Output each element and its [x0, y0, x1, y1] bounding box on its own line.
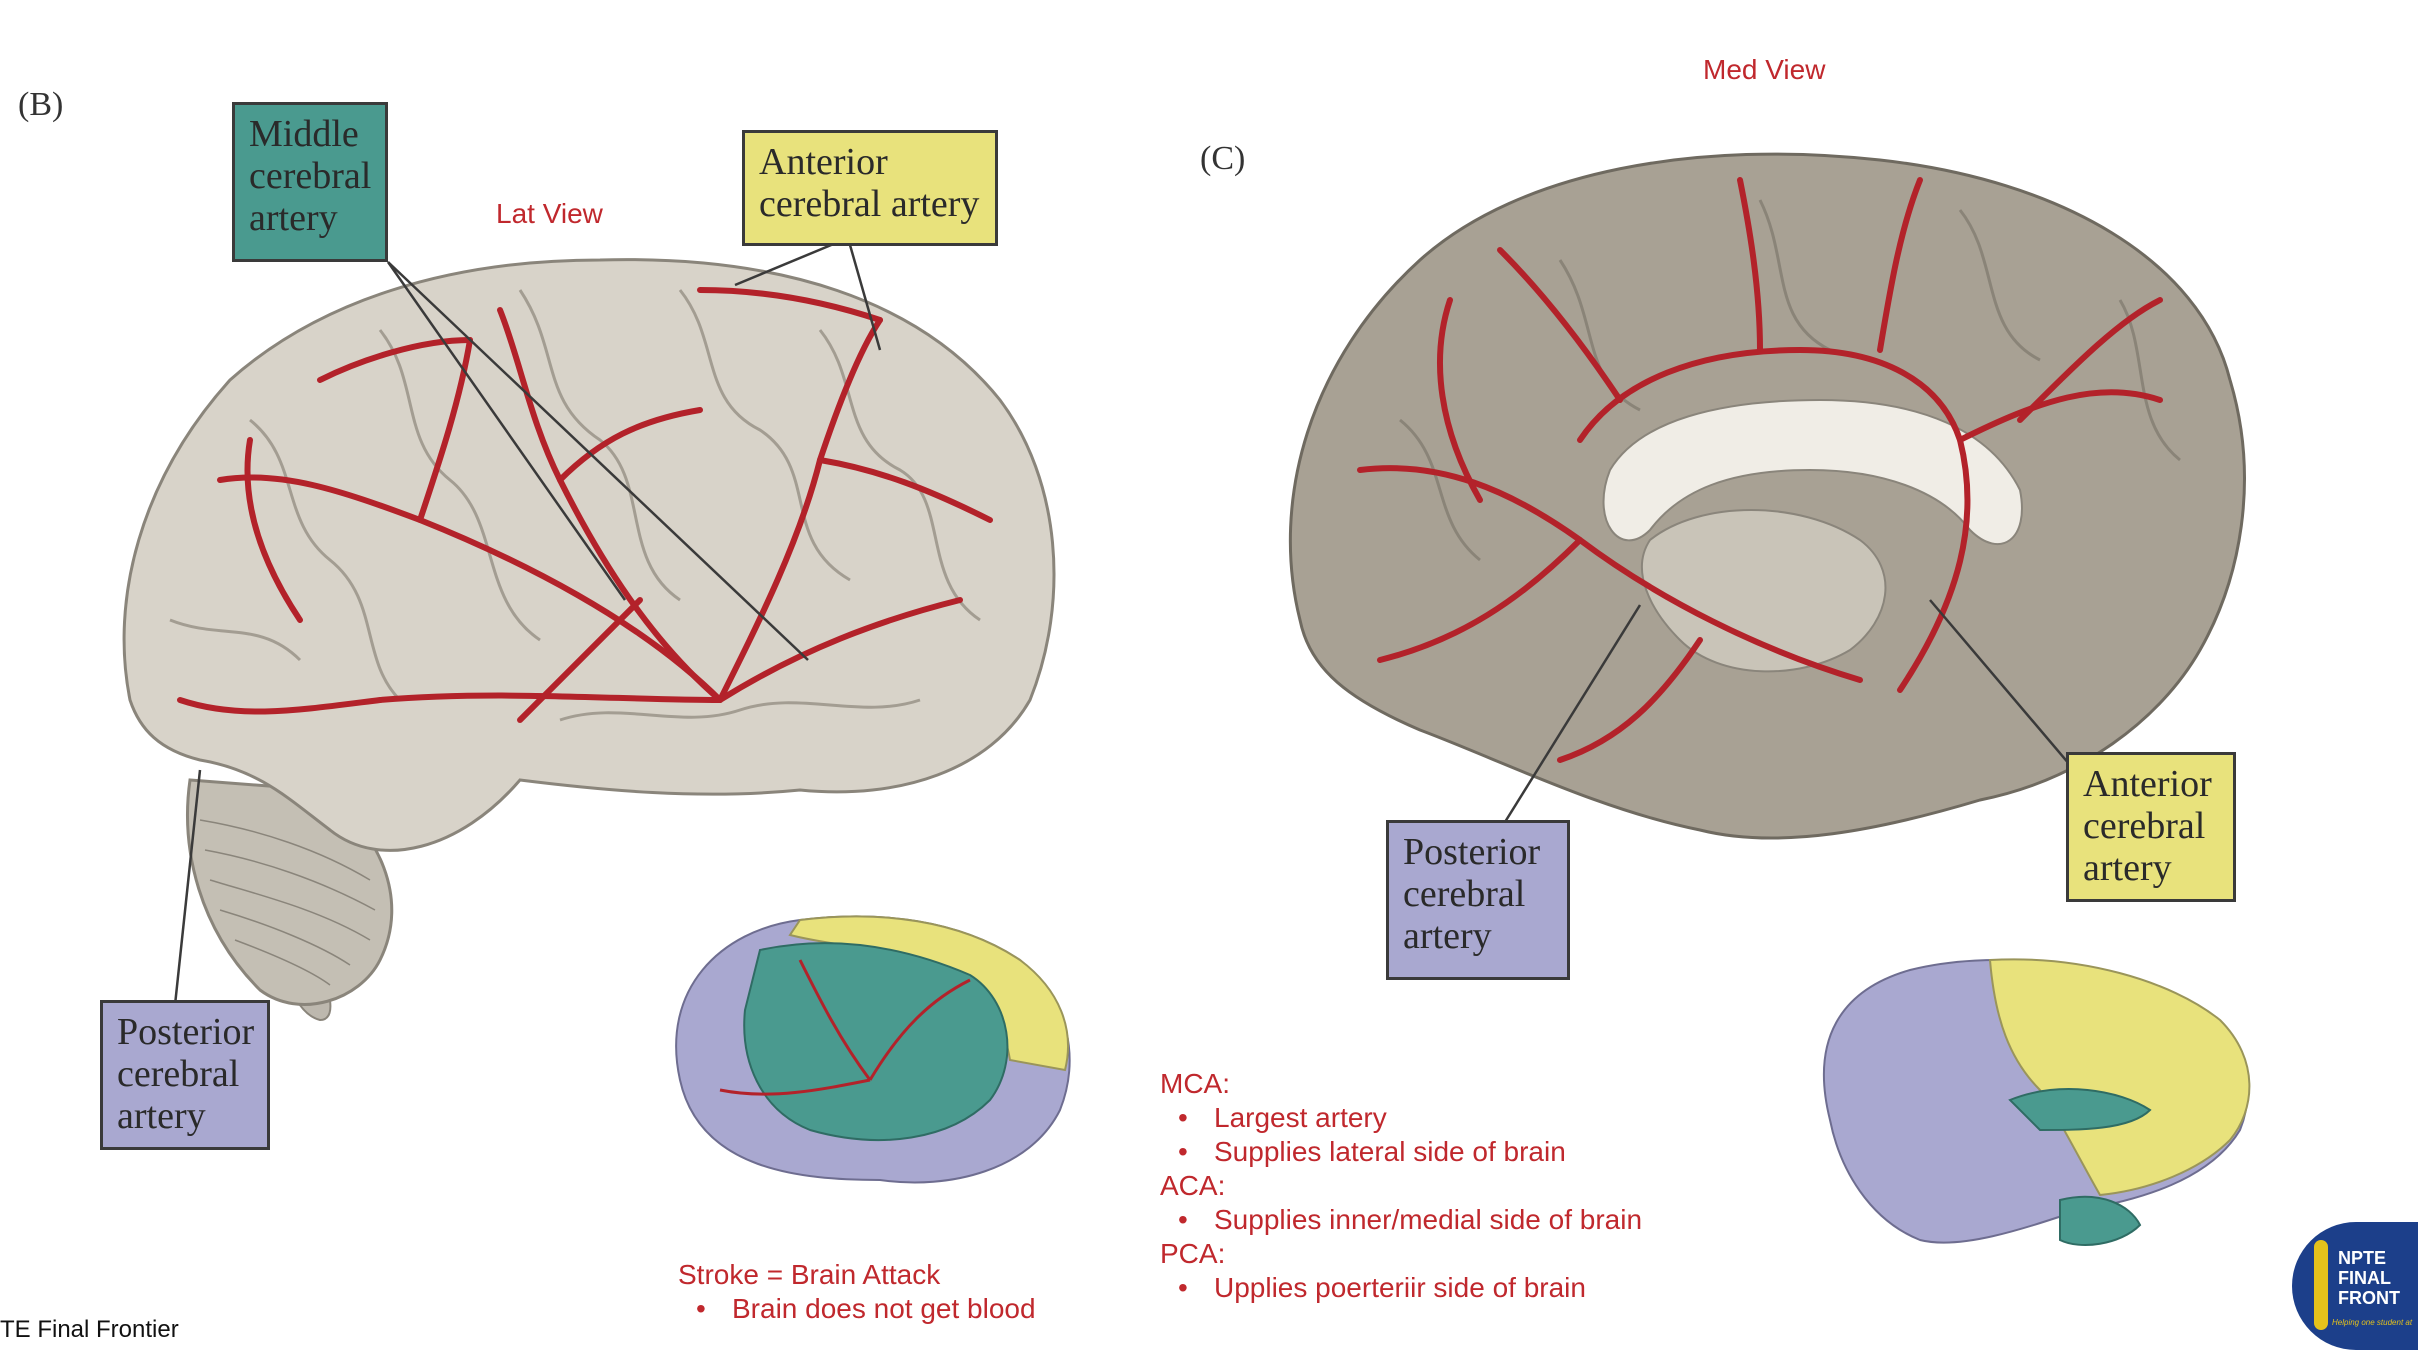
callout-anterior-cerebral-artery-lateral: Anterior cerebral artery: [742, 130, 998, 246]
stroke-note-bullet: Brain does not get blood: [678, 1292, 1036, 1326]
lateral-gyri: [169, 289, 981, 722]
aca-bullet-1: Supplies inner/medial side of brain: [1160, 1203, 1642, 1237]
panel-b-letter: (B): [18, 86, 64, 123]
thalamus: [1641, 509, 1887, 673]
medial-brain-illustration: [1288, 152, 2246, 840]
lateral-brain-illustration: [122, 258, 1056, 1022]
lateral-territory-map: [675, 915, 1071, 1184]
aca-heading: ACA:: [1160, 1170, 1226, 1201]
callout-posterior-cerebral-artery-lateral: Posterior cerebral artery: [100, 1000, 270, 1150]
mca-bullet-2: Supplies lateral side of brain: [1160, 1135, 1642, 1169]
callout-leader-lines: [173, 236, 2071, 1006]
lat-view-label: Lat View: [496, 198, 603, 229]
medial-cerebrum: [1288, 152, 2246, 840]
callout-middle-cerebral-artery: Middle cerebral artery: [232, 102, 388, 262]
panel-c-letter: (C): [1200, 140, 1246, 177]
medial-inset-mca-lower: [2059, 1195, 2142, 1246]
callout-anterior-cerebral-artery-medial: Anterior cerebral artery: [2066, 752, 2236, 902]
pca-heading: PCA:: [1160, 1238, 1226, 1269]
lateral-inset-arteries: [719, 959, 971, 1096]
footer-text: TE Final Frontier: [0, 1316, 179, 1343]
cerebellum-folia: [199, 819, 376, 986]
artery-notes: MCA: Largest artery Supplies lateral sid…: [1160, 1067, 1642, 1305]
lateral-arteries: [177, 287, 993, 723]
logo-line-1: NPTE: [2338, 1248, 2387, 1268]
logo-wordmark: NPTE FINAL FRONT: [2338, 1248, 2400, 1308]
pca-bullet-1: Upplies poerteriir side of brain: [1160, 1271, 1642, 1305]
medial-inset-mca: [2008, 1088, 2152, 1132]
medial-inset-aca: [1988, 958, 2251, 1197]
mca-heading: MCA:: [1160, 1068, 1230, 1099]
medial-territory-map: [1822, 958, 2251, 1246]
logo-line-3: FRONT: [2338, 1288, 2400, 1308]
logo-line-2: FINAL: [2338, 1268, 2391, 1288]
stroke-note: Stroke = Brain Attack Brain does not get…: [678, 1258, 1036, 1326]
callout-posterior-cerebral-artery-medial: Posterior cerebral artery: [1386, 820, 1570, 980]
npte-logo: NPTE FINAL FRONT Helping one student at: [2292, 1222, 2418, 1350]
medial-arteries: [1357, 177, 2163, 763]
stroke-note-heading: Stroke = Brain Attack: [678, 1259, 941, 1290]
logo-figure-icon: [2314, 1240, 2328, 1330]
mca-bullet-1: Largest artery: [1160, 1101, 1642, 1135]
logo-tagline: Helping one student at: [2332, 1318, 2413, 1327]
med-view-label: Med View: [1703, 54, 1826, 85]
corpus-callosum: [1602, 398, 2023, 546]
